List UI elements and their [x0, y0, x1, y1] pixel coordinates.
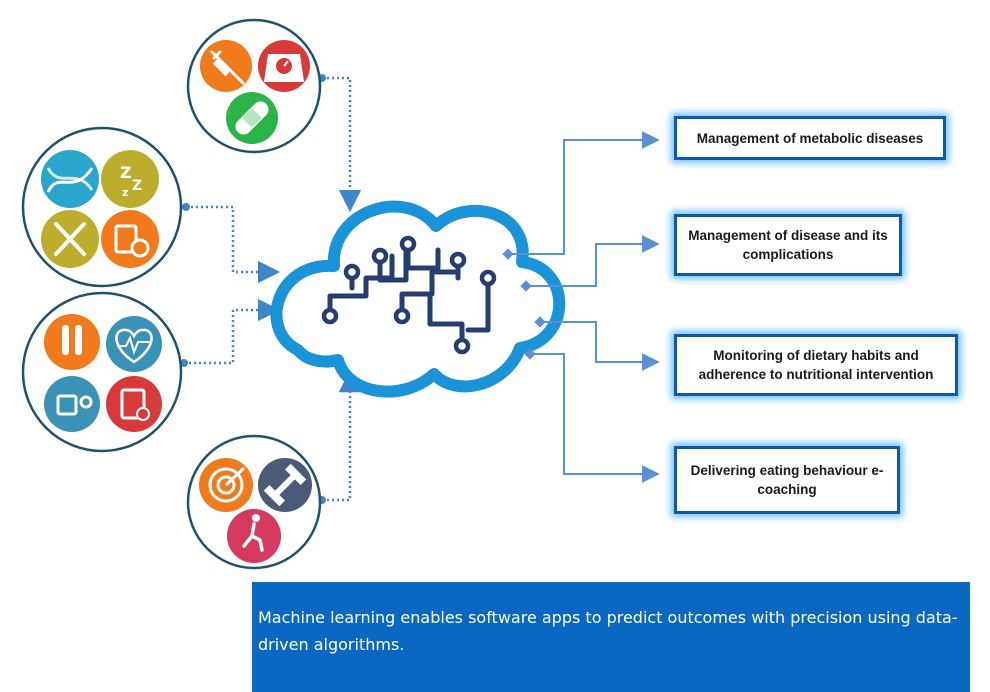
sleep-icon: Z Z z	[101, 150, 159, 208]
arrow-outcome-3	[540, 321, 660, 371]
fork-knife-icon	[41, 210, 99, 268]
arrow-outcome-4	[530, 353, 660, 483]
connector-fitness	[322, 369, 362, 502]
icon-circle-fitness	[186, 434, 322, 570]
outcome-label: Management of metabolic diseases	[696, 130, 924, 146]
test-tubes-icon	[44, 314, 100, 370]
icon-circle-clinical	[21, 291, 183, 453]
caption-banner: Machine learning enables software apps t…	[252, 582, 970, 692]
heart-rate-icon	[106, 316, 162, 372]
caption-text: Machine learning enables software apps t…	[258, 608, 958, 654]
svg-text:Z: Z	[132, 178, 142, 194]
outcome-box-metabolic: Management of metabolic diseases	[674, 116, 946, 160]
svg-text:z: z	[122, 186, 128, 199]
outcome-label: Monitoring of dietary habits and adheren…	[698, 348, 934, 382]
target-icon	[199, 458, 253, 512]
connector-medical-tools	[322, 76, 362, 213]
outcome-connectors	[508, 131, 660, 483]
clipboard-timer-icon	[101, 210, 159, 268]
dumbbell-icon	[258, 458, 312, 512]
connector-clinical	[184, 298, 281, 365]
outcome-label: Management of disease and its complicati…	[688, 228, 888, 262]
syringe-icon	[200, 40, 252, 92]
outcome-box-ecoaching: Delivering eating behaviour e-coaching	[674, 446, 900, 514]
outcome-label: Delivering eating behaviour e-coaching	[690, 463, 884, 497]
brain-cloud	[270, 200, 566, 398]
dna-icon	[41, 150, 99, 208]
weighing-scale-icon	[258, 40, 310, 92]
dotted-connectors	[184, 76, 362, 502]
medical-record-icon	[106, 376, 162, 432]
icon-circle-lifestyle: Z Z z	[21, 126, 183, 288]
arrow-outcome-2	[526, 235, 660, 287]
svg-text:Z: Z	[120, 163, 132, 182]
outcome-box-disease: Management of disease and its complicati…	[674, 214, 902, 276]
blood-pressure-icon	[44, 376, 100, 432]
icon-circle-medical-tools	[186, 18, 322, 154]
running-icon	[227, 509, 281, 563]
arrow-outcome-1	[508, 131, 660, 255]
outcome-box-dietary: Monitoring of dietary habits and adheren…	[674, 334, 958, 396]
connector-lifestyle	[186, 205, 281, 284]
bandage-icon	[226, 92, 278, 144]
